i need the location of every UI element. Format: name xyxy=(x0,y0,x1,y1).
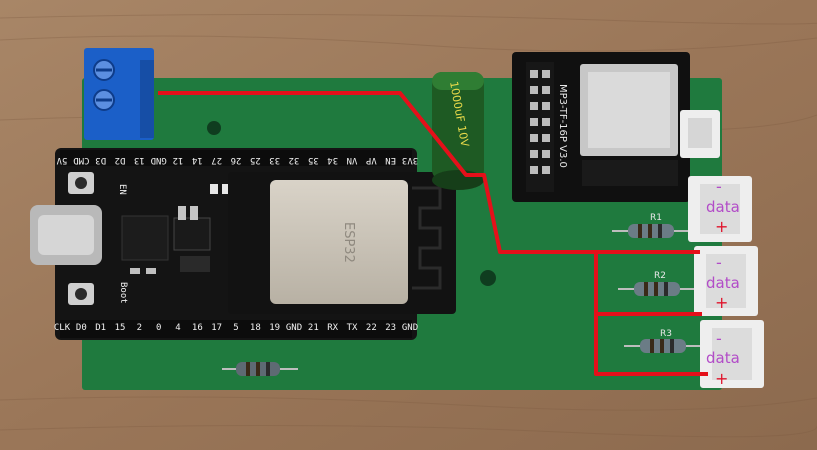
pin-label: D1 xyxy=(95,323,106,333)
pin-label: 5 xyxy=(233,323,238,333)
connector-2-minus: - xyxy=(716,253,722,272)
pin-label: 26 xyxy=(231,155,242,165)
esp32-shield xyxy=(270,180,408,304)
pin-labels-top: 5V CMD D3 D2 13 GND 12 14 27 26 25 33 32 35 34 VN VP EN 3V… xyxy=(56,155,418,165)
pin-label: 14 xyxy=(192,155,203,165)
pin-label: 13 xyxy=(134,155,145,165)
connector-1-minus: - xyxy=(716,177,722,196)
pin-label: VP xyxy=(365,155,376,165)
pin-label: 21 xyxy=(308,323,319,333)
mounting-hole xyxy=(480,270,496,286)
resistor-bottom xyxy=(222,362,298,376)
pin-label: 19 xyxy=(269,323,280,333)
connector-2-data: data xyxy=(706,274,740,292)
pin-label: D3 xyxy=(95,155,106,165)
usb-uart-chip xyxy=(121,215,169,261)
pin-label: CMD xyxy=(73,155,89,165)
pin-label: CLK xyxy=(54,323,71,333)
mp3-module: MP3-TF-16P V3.0 xyxy=(512,52,690,202)
resistor-r2: R2 xyxy=(618,271,696,296)
pin-label: VN xyxy=(347,155,358,165)
pin-label: 35 xyxy=(308,155,319,165)
speaker-connector xyxy=(680,110,720,158)
resistor-r3-label: R3 xyxy=(660,329,672,339)
esp32-module-label: ESP32 xyxy=(341,222,356,263)
resistor-r1: R1 xyxy=(612,213,690,238)
capacitor: 1000uF 10V xyxy=(432,72,484,190)
pin-label: GND xyxy=(151,155,167,165)
pin-label: D2 xyxy=(115,155,126,165)
pin-label: 34 xyxy=(327,155,338,165)
pin-label: 22 xyxy=(366,323,377,333)
pin-label: 17 xyxy=(211,323,222,333)
pin-label: 0 xyxy=(156,323,161,333)
resistor-r1-label: R1 xyxy=(650,213,662,223)
red-wire xyxy=(158,91,708,376)
pin-label: GND xyxy=(286,323,302,333)
pin-label: 15 xyxy=(115,323,126,333)
jst-connector-3 xyxy=(700,320,764,388)
pin-label: 23 xyxy=(385,323,396,333)
connector-3-plus: + xyxy=(715,369,728,388)
mp3-module-label: MP3-TF-16P V3.0 xyxy=(557,84,568,168)
pin-label: 33 xyxy=(269,155,280,165)
connector-1-data: data xyxy=(706,198,740,216)
resistor-r3: R3 xyxy=(624,329,702,353)
pin-label: 25 xyxy=(250,155,261,165)
en-button-label: EN xyxy=(117,184,127,195)
connector-3-minus: - xyxy=(716,329,722,348)
jst-connector-1 xyxy=(688,176,752,242)
jst-connector-2 xyxy=(694,246,758,316)
pin-label: GND xyxy=(402,323,418,333)
boot-button-label: Boot xyxy=(118,282,128,304)
pin-label: RX xyxy=(327,323,338,333)
connector-1-plus: + xyxy=(715,217,728,236)
pin-label: 3V3 xyxy=(402,155,418,165)
pin-label: 27 xyxy=(211,155,222,165)
mounting-hole xyxy=(207,121,221,135)
pin-label: 18 xyxy=(250,323,261,333)
connector-3-data: data xyxy=(706,349,740,367)
pin-label: 16 xyxy=(192,323,203,333)
pin-label: 2 xyxy=(137,323,142,333)
antenna-trace xyxy=(412,186,442,290)
regulator xyxy=(173,217,211,251)
pin-label: TX xyxy=(347,323,358,333)
pin-label: 4 xyxy=(175,323,180,333)
resistor-r2-label: R2 xyxy=(654,271,666,281)
connector-2-plus: + xyxy=(715,293,728,312)
pin-labels-bottom: CLK D0 D1 15 2 0 4 16 17 5 18 19 GND 21 RX TX 22 23 GND xyxy=(54,323,418,333)
pin-label: EN xyxy=(385,155,396,165)
screw-terminal xyxy=(84,48,154,140)
pin-label: 12 xyxy=(173,155,184,165)
pin-label: D0 xyxy=(76,323,87,333)
pin-label: 32 xyxy=(289,155,300,165)
pin-label: 5V xyxy=(56,155,67,165)
